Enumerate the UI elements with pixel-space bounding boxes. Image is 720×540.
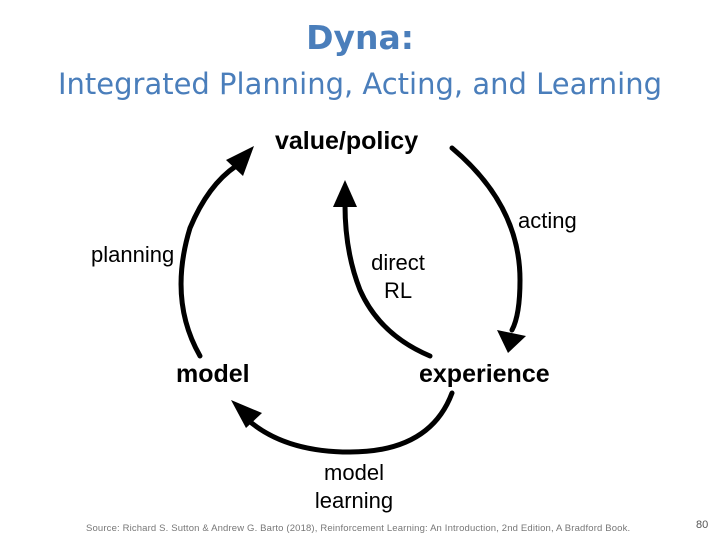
model-node: model bbox=[176, 360, 250, 388]
acting-arrow bbox=[449, 145, 523, 333]
source-citation: Source: Richard S. Sutton & Andrew G. Ba… bbox=[86, 523, 631, 534]
acting-label: acting bbox=[518, 208, 577, 233]
model-learning-label-line2: learning bbox=[314, 488, 394, 513]
acting-arrowhead bbox=[497, 330, 526, 353]
direct-rl-label-line2: RL bbox=[383, 278, 413, 303]
planning-arrow bbox=[178, 163, 239, 359]
slide-subtitle: Integrated Planning, Acting, and Learnin… bbox=[57, 67, 663, 101]
planning-arrowhead bbox=[226, 146, 254, 176]
value-policy-node: value/policy bbox=[275, 127, 419, 155]
model-learning-arrow bbox=[245, 390, 455, 455]
model-learning-arrowhead bbox=[231, 400, 262, 428]
model-learning-label: model learning bbox=[306, 460, 402, 514]
direct-rl-arrow bbox=[342, 202, 433, 359]
planning-label: planning bbox=[91, 242, 175, 267]
direct-rl-arrowhead bbox=[333, 180, 357, 207]
model-learning-label-line1: model bbox=[324, 460, 384, 485]
direct-rl-label: direct RL bbox=[366, 250, 430, 304]
experience-node: experience bbox=[419, 360, 550, 388]
slide-title: Dyna: bbox=[306, 18, 414, 57]
page-number: 80 bbox=[696, 519, 709, 531]
direct-rl-label-line1: direct bbox=[371, 250, 425, 275]
